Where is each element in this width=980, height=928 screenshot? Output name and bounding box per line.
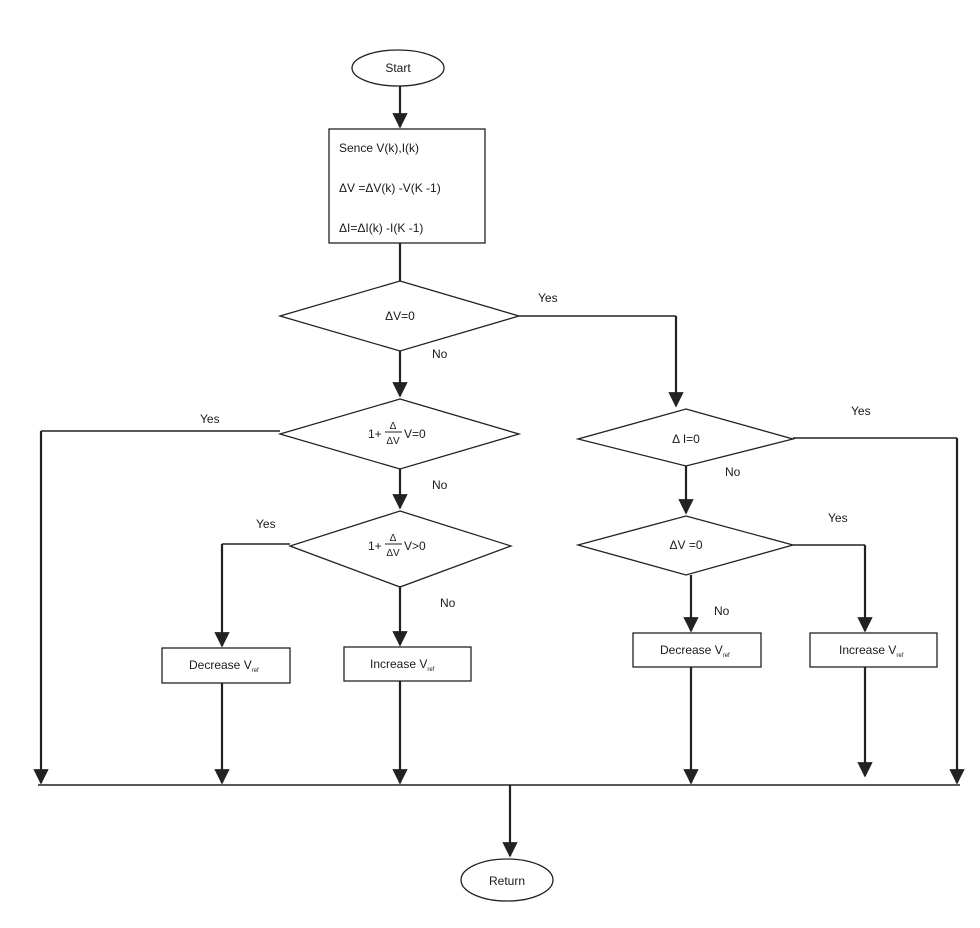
edge-label-eq-yes: Yes <box>200 412 220 426</box>
start-terminal: Start <box>351 49 445 87</box>
decrease-right-label: Decrease Vref <box>660 643 730 659</box>
decision-gt-suffix: V>0 <box>404 539 426 553</box>
return-label: Return <box>489 874 525 888</box>
edge-label-dv-no: No <box>432 347 448 361</box>
process-line-2: ΔV =ΔV(k) -V(K -1) <box>339 181 441 195</box>
decision-conductance-eq: 1+ Δ ΔV V=0 <box>277 398 522 470</box>
decision-di-zero: Δ I=0 <box>575 408 796 467</box>
decision-gt-num: Δ <box>390 533 397 544</box>
edge-label-gt-yes: Yes <box>256 517 276 531</box>
decision-eq-suffix: V=0 <box>404 427 426 441</box>
increase-vref-left-box: Increase Vref <box>343 646 472 682</box>
decision-dv-label: ΔV=0 <box>385 309 415 323</box>
edge-label-gt-no: No <box>440 596 456 610</box>
increase-left-label: Increase Vref <box>370 657 435 673</box>
decrease-vref-left-box: Decrease Vref <box>161 647 291 684</box>
decision-dv-zero-right: ΔV =0 <box>575 515 796 576</box>
decision-dv-zero: ΔV=0 <box>277 280 522 352</box>
decision-eq-num: Δ <box>390 421 397 432</box>
sense-process-box: Sence V(k),I(k) ΔV =ΔV(k) -V(K -1) ΔI=ΔI… <box>328 128 486 244</box>
decision-dv2-label: ΔV =0 <box>669 538 702 552</box>
return-terminal: Return <box>460 858 554 902</box>
decrease-left-label: Decrease Vref <box>189 658 259 674</box>
process-line-1: Sence V(k),I(k) <box>339 141 419 155</box>
decision-eq-den: ΔV <box>386 436 400 447</box>
decision-di-label: Δ I=0 <box>672 432 700 446</box>
decision-gt-prefix: 1+ <box>368 539 382 553</box>
decision-eq-prefix: 1+ <box>368 427 382 441</box>
decrease-vref-right-box: Decrease Vref <box>632 632 762 668</box>
edge-label-di-yes: Yes <box>851 404 871 418</box>
decision-gt-den: ΔV <box>386 548 400 559</box>
process-line-3: ΔI=ΔI(k) -I(K -1) <box>339 221 423 235</box>
edge-label-dv2-yes: Yes <box>828 511 848 525</box>
edge-label-di-no: No <box>725 465 741 479</box>
edge-label-dv2-no: No <box>714 604 730 618</box>
increase-vref-right-box: Increase Vref <box>809 632 938 668</box>
decision-conductance-gt: 1+ Δ ΔV V>0 <box>288 510 514 588</box>
start-label: Start <box>385 61 411 75</box>
edge-label-dv-yes: Yes <box>538 291 558 305</box>
increase-right-label: Increase Vref <box>839 643 904 659</box>
edge-label-eq-no: No <box>432 478 448 492</box>
